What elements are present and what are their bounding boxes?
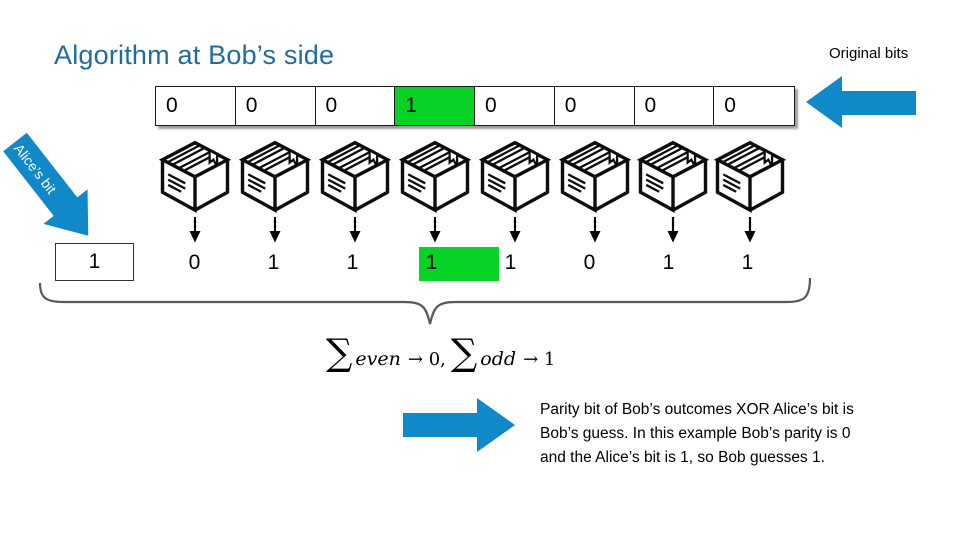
outcome-cell: 0: [188, 251, 201, 274]
package-icon: [160, 140, 230, 212]
package-icon: [480, 140, 550, 212]
down-arrow-icon: [349, 217, 361, 243]
down-arrow-icon: [269, 217, 281, 243]
package-icon: [638, 140, 708, 212]
left-arrow-icon: [806, 76, 916, 128]
parity-formula: ∑even→ 0,∑odd→ 1: [326, 331, 560, 374]
sum-symbol: ∑: [326, 331, 353, 374]
even-mapping: → 0,: [407, 349, 446, 370]
original-bits-row: 0 0 0 1 0 0 0 0: [155, 86, 795, 126]
down-arrow-icon: [744, 217, 756, 243]
bit-cell: 0: [316, 87, 396, 125]
original-bits-label: Original bits: [829, 45, 909, 62]
sum-symbol: ∑: [450, 331, 478, 374]
outcome-cell-highlighted: 1: [425, 251, 438, 274]
down-arrow-icon: [509, 217, 521, 243]
odd-label: odd: [480, 348, 517, 370]
package-icon: [320, 140, 390, 212]
outcome-highlight: [419, 247, 499, 281]
bit-cell: 0: [236, 87, 316, 125]
outcome-cell: 1: [346, 251, 359, 274]
bit-cell: 0: [555, 87, 635, 125]
down-arrow-icon: [589, 217, 601, 243]
bit-cell: 0: [475, 87, 555, 125]
bit-cell: 0: [635, 87, 715, 125]
alices-bit-arrow-icon: Alice’s bit: [3, 132, 89, 236]
explanation-text: Parity bit of Bob’s outcomes XOR Alice’s…: [540, 401, 854, 466]
odd-mapping: → 1: [523, 349, 556, 370]
package-icon: [560, 140, 630, 212]
package-icon: [400, 140, 470, 212]
outcome-cell: 1: [741, 251, 754, 274]
even-label: even: [355, 348, 401, 370]
outcome-cell: 0: [583, 251, 596, 274]
package-icon: [240, 140, 310, 212]
down-arrow-icon: [189, 217, 201, 243]
page-title: Algorithm at Bob’s side: [54, 40, 335, 70]
down-arrow-icon: [667, 217, 679, 243]
outcome-cell: 1: [267, 251, 280, 274]
outcomes-row: 0 1 1 1 1 0 1 1: [155, 245, 787, 281]
outcome-cell: 1: [504, 251, 517, 274]
bit-cell: 0: [156, 87, 236, 125]
alice-bit-box: 1: [55, 243, 134, 281]
underbrace: [38, 277, 812, 325]
down-arrow-icon: [429, 217, 441, 243]
outcome-cell: 1: [662, 251, 675, 274]
right-arrow-icon: [403, 398, 515, 452]
package-icon: [715, 140, 785, 212]
bit-cell-highlighted: 1: [395, 87, 475, 125]
bit-cell: 0: [724, 94, 736, 117]
